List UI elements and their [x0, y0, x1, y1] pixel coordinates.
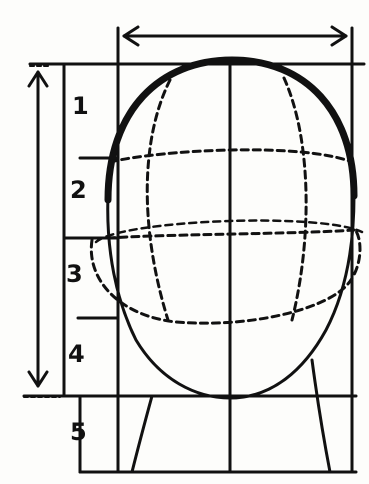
sphere-base-dash — [91, 228, 360, 323]
section-label-3: 3 — [66, 262, 83, 286]
section-label-4: 4 — [68, 342, 85, 366]
section-label-5: 5 — [70, 420, 87, 444]
section-label-1: 1 — [72, 94, 89, 118]
height-arrow — [29, 72, 47, 386]
right-meridian-dash — [284, 78, 306, 320]
width-arrow — [124, 27, 346, 45]
left-meridian-dash — [147, 80, 170, 320]
neck-right-line — [312, 360, 330, 472]
section-label-2: 2 — [70, 178, 87, 202]
neck-left-line — [132, 396, 152, 472]
